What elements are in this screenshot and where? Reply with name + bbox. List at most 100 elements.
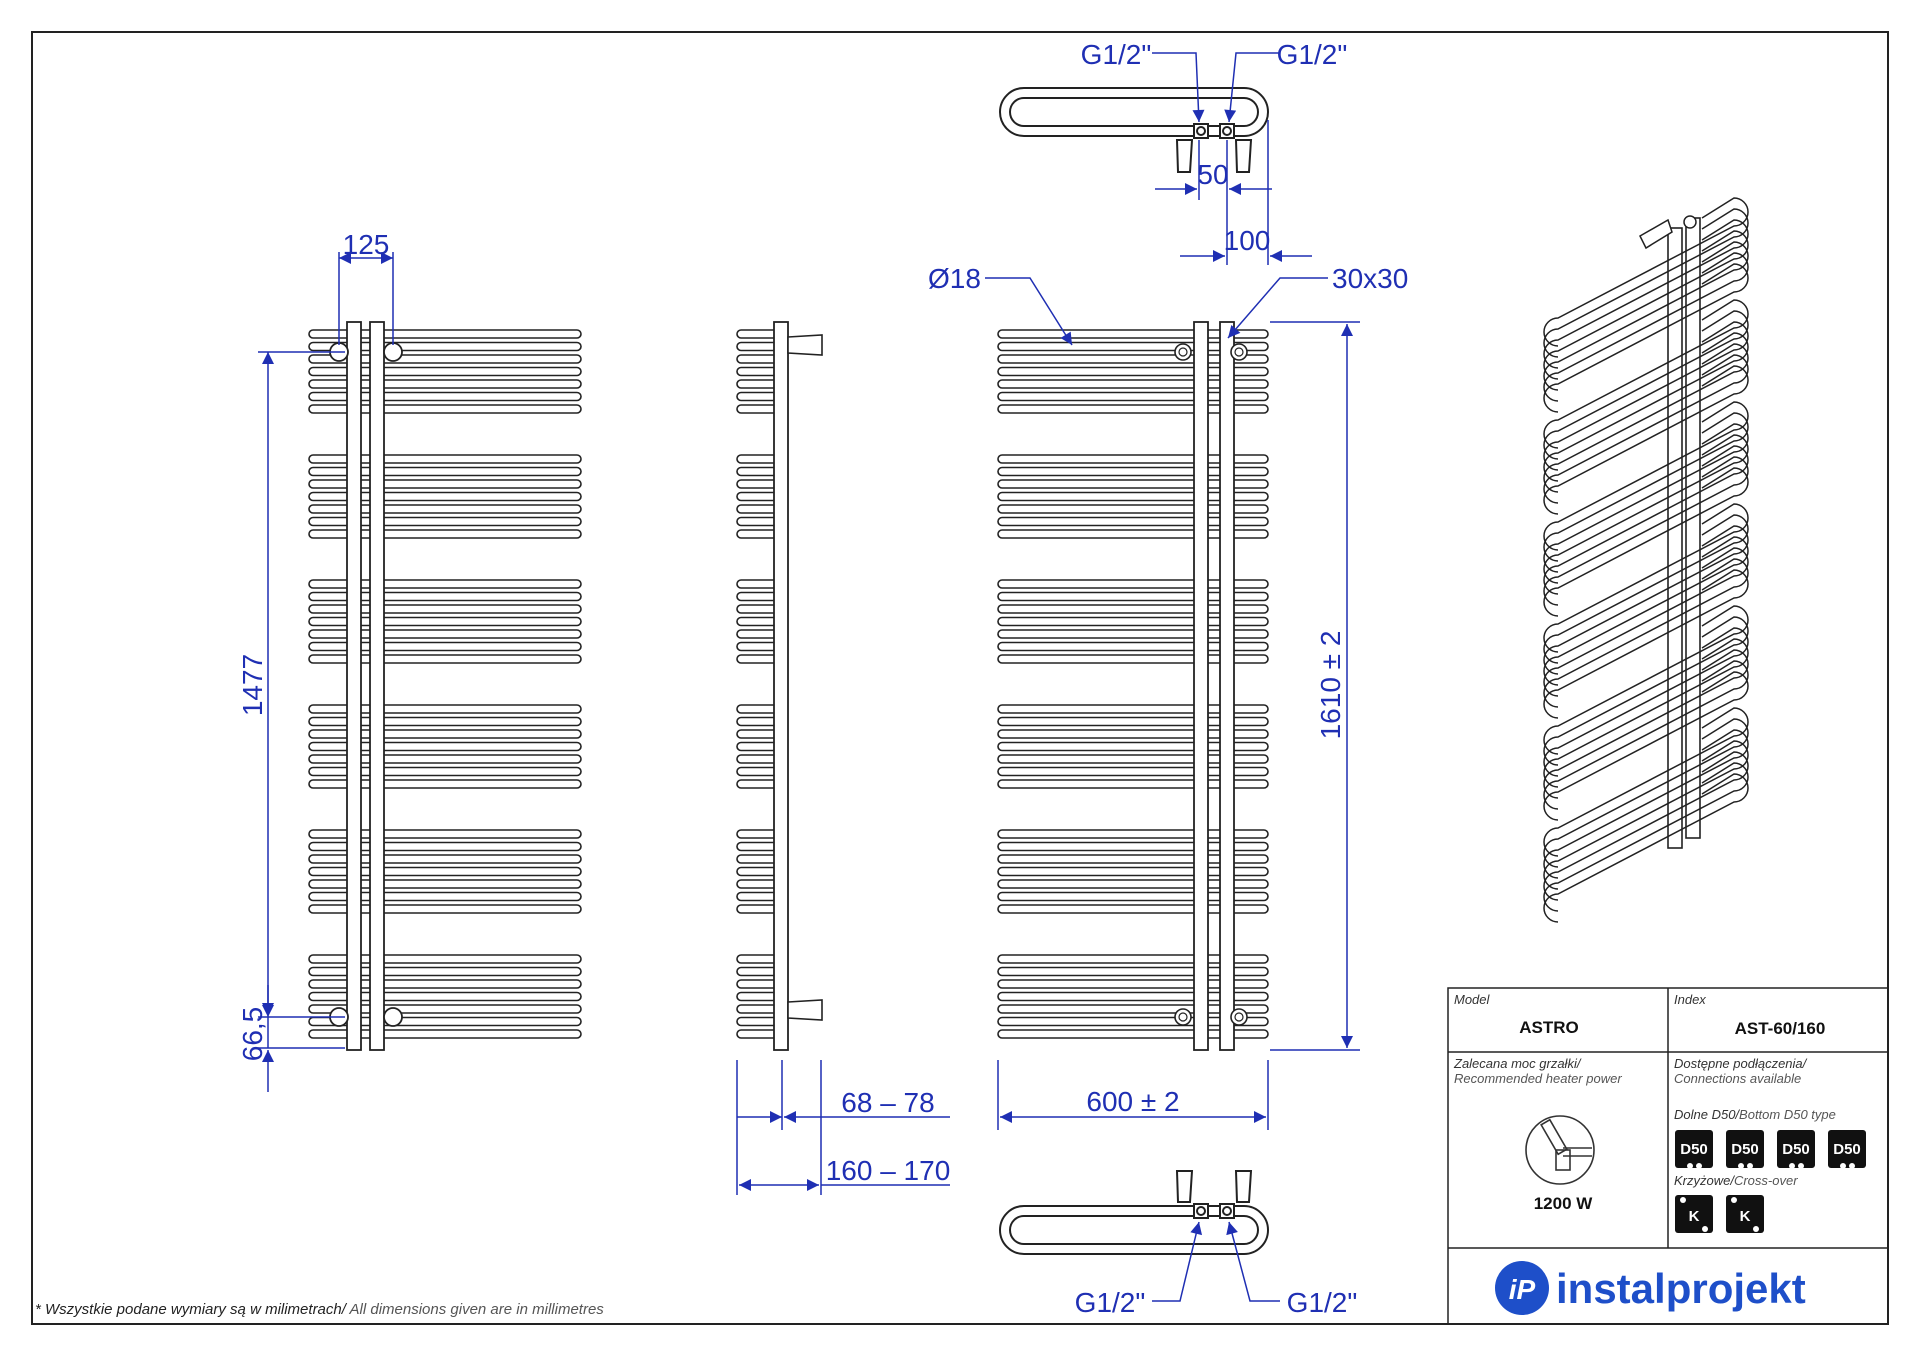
connection-port <box>383 1007 403 1027</box>
bottom-type-label: Dolne D50/Bottom D50 type <box>1674 1107 1836 1122</box>
iso-tube <box>1543 445 1749 595</box>
chip-port-dot <box>1798 1163 1804 1169</box>
iso-tube <box>1543 649 1749 799</box>
iso-tube <box>1543 365 1749 515</box>
chip-port-dot <box>1680 1197 1686 1203</box>
title-block <box>1447 987 1889 1325</box>
iso-tube <box>1543 299 1749 449</box>
chip-label: D50 <box>1782 1141 1810 1158</box>
chip-port-dot <box>1696 1163 1702 1169</box>
brand-name: instalprojekt <box>1556 1265 1806 1312</box>
iso-tube <box>1543 219 1749 369</box>
iso-tube <box>1543 321 1749 471</box>
rear-collector <box>1219 321 1235 1051</box>
valve <box>787 999 823 1021</box>
bottom-connection-chips: D50 D50 D50 D50 <box>1675 1130 1866 1169</box>
chip-port-dot <box>1738 1163 1744 1169</box>
chip-label: D50 <box>1833 1141 1861 1158</box>
iso-tube <box>1543 536 1749 686</box>
front-view-dimensions <box>258 252 394 1092</box>
collector-left <box>346 321 362 1051</box>
connection-port <box>383 342 403 362</box>
side-view <box>736 321 823 1051</box>
bottom-view-dimensions <box>1152 1221 1280 1302</box>
connection-port <box>1230 1008 1248 1026</box>
d50-connection-icon: D50 <box>1828 1130 1866 1169</box>
dim-1477: 1477 <box>237 654 268 716</box>
iso-tube <box>1543 467 1749 617</box>
iso-tube <box>1543 729 1749 879</box>
cross-label: Krzyżowe/Cross-over <box>1674 1173 1798 1188</box>
side-view-dimensions <box>736 1060 950 1195</box>
chip-port-dot <box>1702 1226 1708 1232</box>
logo-mark-icon <box>1495 1261 1549 1315</box>
bottom-type-pl: Dolne D50/ <box>1674 1107 1740 1122</box>
chip-port-dot <box>1840 1163 1846 1169</box>
iso-tube <box>1543 558 1749 708</box>
footnote: * Wszystkie podane wymiary są w milimetr… <box>35 1301 604 1318</box>
connection-port <box>1174 343 1192 361</box>
rear-view <box>997 321 1269 1051</box>
index-label: Index <box>1674 992 1706 1007</box>
footnote-pl: * Wszystkie podane wymiary są w milimetr… <box>35 1301 348 1318</box>
chip-port-dot <box>1687 1163 1693 1169</box>
d50-connection-icon: D50 <box>1777 1130 1815 1169</box>
cross-en: Cross-over <box>1734 1173 1798 1188</box>
dim-height-1610: 1610 ± 2 <box>1315 631 1346 740</box>
chip-port-dot <box>1849 1163 1855 1169</box>
dim-collector-profile: 30x30 <box>1332 263 1408 294</box>
chip-label: K <box>1740 1208 1751 1225</box>
iso-tube <box>1543 412 1749 562</box>
iso-tube <box>1543 503 1749 653</box>
iso-tube <box>1543 569 1749 719</box>
port-thread <box>1234 1012 1244 1022</box>
port-thread <box>1234 347 1244 357</box>
rear-collector <box>1193 321 1209 1051</box>
rear-view-dimensions <box>985 277 1360 1130</box>
chip-label: D50 <box>1680 1141 1708 1158</box>
chip-background <box>1726 1195 1764 1233</box>
top-view-dimensions <box>1152 52 1312 265</box>
chip-port-dot <box>1747 1163 1753 1169</box>
collector-right <box>369 321 385 1051</box>
dim-depth-160-170: 160 – 170 <box>826 1155 951 1186</box>
iso-tube <box>1543 718 1749 868</box>
iso-tube <box>1543 401 1749 551</box>
dim-125: 125 <box>343 229 390 260</box>
footnote-en: All dimensions given are in millimetres <box>346 1301 604 1318</box>
iso-tube <box>1543 197 1749 347</box>
iso-tube <box>1543 762 1749 912</box>
iso-tube <box>1543 343 1749 493</box>
iso-tube <box>1543 354 1749 504</box>
chip-background <box>1777 1130 1815 1168</box>
chip-background <box>1828 1130 1866 1168</box>
cross-pl: Krzyżowe/ <box>1674 1173 1735 1188</box>
connections-label-en: Connections available <box>1674 1071 1801 1086</box>
isometric-view <box>1543 197 1749 923</box>
chip-port-dot <box>1789 1163 1795 1169</box>
dim-width-600: 600 ± 2 <box>1086 1086 1179 1117</box>
d50-connection-icon: D50 <box>1726 1130 1764 1169</box>
chip-port-dot <box>1731 1197 1737 1203</box>
thread-top-left: G1/2" <box>1081 39 1152 70</box>
iso-tube <box>1543 423 1749 573</box>
chip-label: D50 <box>1731 1141 1759 1158</box>
heater-label-en: Recommended heater power <box>1454 1071 1622 1086</box>
chip-port-dot <box>1753 1226 1759 1232</box>
connection-port <box>1230 343 1248 361</box>
side-collector <box>773 321 789 1051</box>
iso-tube <box>1543 263 1749 413</box>
valve <box>787 334 823 356</box>
connections-label-pl: Dostępne podłączenia/ <box>1674 1056 1808 1071</box>
iso-tube <box>1543 230 1749 380</box>
model-label: Model <box>1454 992 1491 1007</box>
thread-top-right: G1/2" <box>1277 39 1348 70</box>
iso-tube <box>1543 456 1749 606</box>
dim-wall-offset: 100 <box>1224 225 1271 256</box>
top-view <box>999 87 1269 173</box>
brand-logo: iP instalprojekt <box>1495 1261 1806 1315</box>
iso-tube <box>1543 547 1749 697</box>
iso-tube <box>1543 616 1749 766</box>
